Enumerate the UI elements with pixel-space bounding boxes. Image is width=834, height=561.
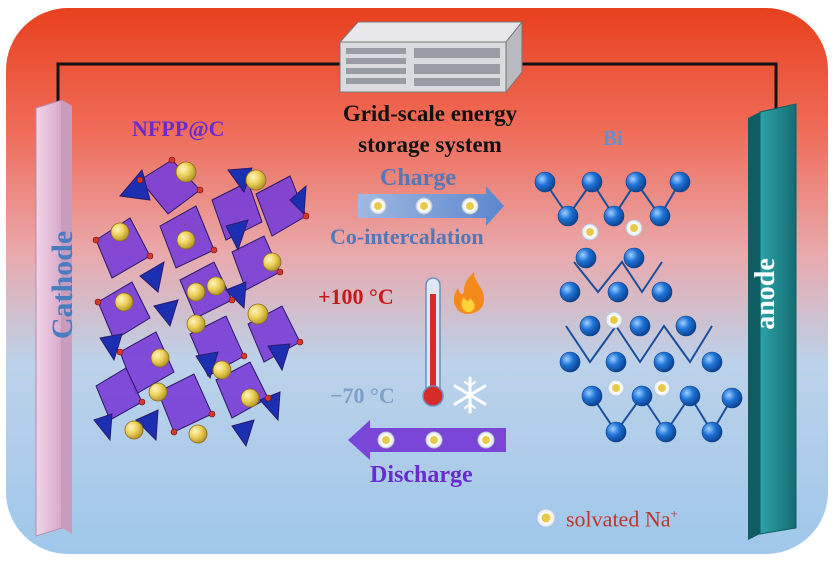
energy-storage-server-icon [338,20,524,94]
cell-background [6,8,828,554]
charge-arrow [358,186,504,226]
thermometer-icon [422,277,444,407]
discharge-arrow [348,420,506,460]
discharge-label: Discharge [370,462,473,488]
bi-atoms [534,171,743,443]
charge-label: Charge [380,165,456,191]
cathode-plate [35,99,72,537]
anode-label: anode [750,258,781,330]
high-temperature-label: +100 °C [318,284,394,309]
cathode-material-label: NFPP@C [132,116,225,141]
intercalated-solvated-na [581,219,671,397]
anode-plate [748,103,797,540]
anode-material-label: Bi [603,126,623,150]
low-temperature-label: −70 °C [330,383,395,408]
sodium-atoms [110,161,282,444]
diagram-title: Grid-scale energy storage system [300,98,560,160]
legend-charge: + [670,506,678,521]
nfpp-crystal-structure [92,156,310,448]
cointercalation-label: Co-intercalation [330,224,484,249]
legend-label: solvated Na+ [566,506,678,532]
legend-solvated-na-marker [536,508,556,528]
title-line-2: storage system [358,132,502,157]
cathode-label: Cathode [46,230,79,340]
snowflake-icon [453,376,487,414]
flame-icon [453,272,484,314]
legend-text: solvated Na [566,506,671,532]
external-circuit [56,62,778,110]
title-line-1: Grid-scale energy [342,101,518,126]
